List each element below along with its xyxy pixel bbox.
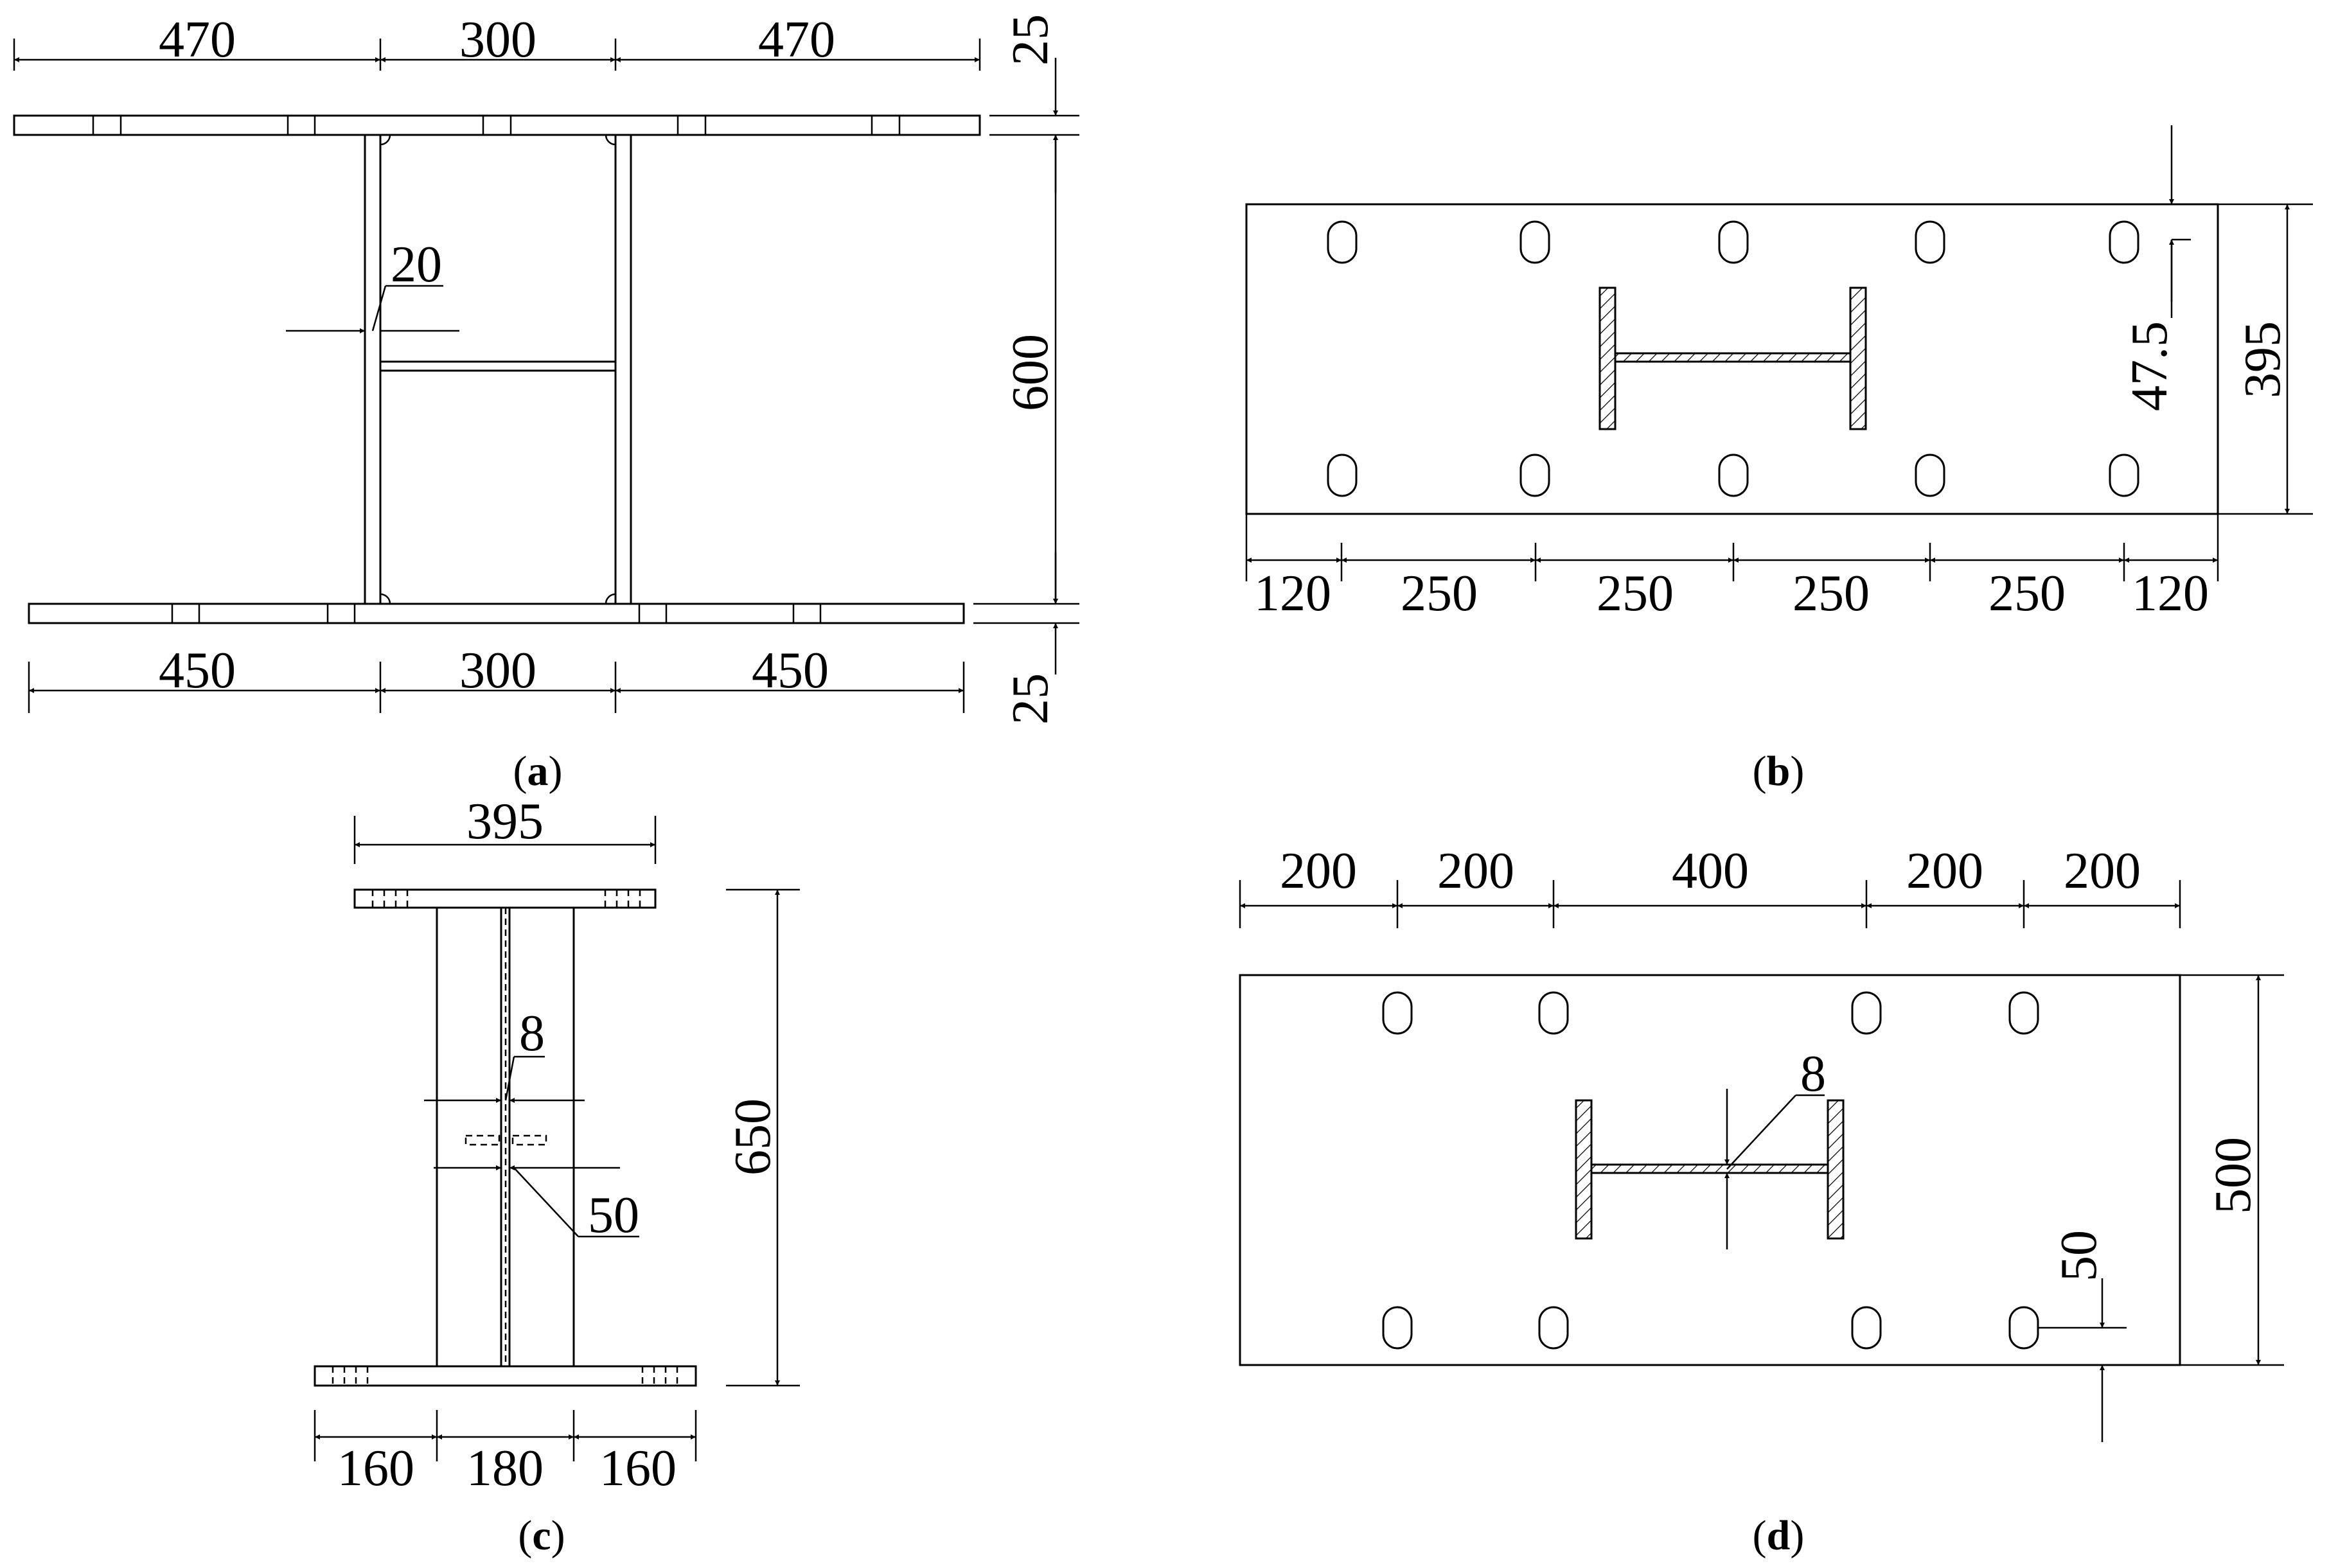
c-height-dimension: 650 [725, 888, 800, 1387]
c-height-dim: 650 [725, 1098, 781, 1176]
d-height-dimension: 500 [2180, 974, 2284, 1366]
a-top-dim-1: 470 [159, 12, 236, 68]
a-web-thickness-dim: 20 [286, 236, 459, 333]
panel-c: 395 8 [314, 793, 800, 1559]
d-edge-dim: 50 [2051, 1230, 2107, 1282]
b-base-plate [1245, 203, 2219, 515]
d-web-dimension: 8 [1724, 1046, 1826, 1249]
b-bottom-dim-2: 250 [1401, 565, 1478, 622]
d-top-dim-3: 400 [1672, 843, 1749, 899]
a-vertical-dimensions: 25 600 25 [973, 14, 1079, 725]
b-column-section [1598, 286, 1867, 430]
a-bottom-flange [28, 603, 965, 624]
c-top-plate [353, 888, 657, 909]
caption-d: (d) [1753, 1512, 1805, 1559]
d-top-dim-2: 200 [1437, 843, 1514, 899]
c-top-dim: 395 [466, 793, 544, 850]
c-bottom-plate [314, 1365, 697, 1387]
c-stiffener: 50 [434, 1134, 639, 1244]
d-top-dim-1: 200 [1280, 843, 1357, 899]
b-height-dim: 395 [2235, 321, 2291, 398]
c-bottom-dim-2: 180 [466, 1440, 544, 1497]
b-bottom-dim-6: 120 [2132, 565, 2209, 622]
a-vertical-dim-bottom: 25 [1002, 673, 1059, 725]
d-web-dim: 8 [1800, 1046, 1826, 1102]
c-web-dimension: 8 [424, 1005, 585, 1103]
c-top-dimension: 395 [353, 793, 657, 864]
b-edge-dimension: 47.5 [2121, 125, 2191, 411]
b-edge-dim: 47.5 [2121, 321, 2178, 411]
b-bottom-dim-1: 120 [1254, 565, 1331, 622]
panel-d: 200 200 400 200 200 8 [1239, 843, 2284, 1559]
c-web-dim: 8 [519, 1005, 545, 1062]
c-stiffener-dim: 50 [588, 1187, 639, 1244]
b-bottom-dim-5: 250 [1988, 565, 2066, 622]
a-web-thickness: 20 [391, 236, 442, 293]
caption-c: (c) [518, 1512, 565, 1559]
caption-a: (a) [513, 748, 563, 795]
c-bottom-dim-1: 160 [337, 1440, 414, 1497]
b-bottom-dim-4: 250 [1793, 565, 1870, 622]
b-bottom-dim-3: 250 [1597, 565, 1674, 622]
d-column-section [1575, 1099, 1845, 1240]
a-top-flange [13, 114, 981, 136]
c-bottom-dim-3: 160 [599, 1440, 677, 1497]
a-diaphragm-plate [379, 360, 617, 372]
a-webs [364, 134, 632, 605]
a-vertical-dim-middle: 600 [1002, 334, 1059, 411]
c-bottom-dimensions: 160 180 160 [314, 1410, 697, 1497]
panel-b: 47.5 395 120 250 250 250 250 [1245, 125, 2313, 795]
b-height-dimension: 395 [2218, 203, 2313, 515]
d-top-dim-4: 200 [1906, 843, 1983, 899]
a-bottom-dimensions: 450 300 450 [28, 642, 965, 713]
a-top-dimensions: 470 300 470 [13, 12, 981, 71]
d-base-plate [1239, 974, 2181, 1366]
a-top-dim-2: 300 [459, 12, 536, 68]
a-top-dim-3: 470 [758, 12, 835, 68]
d-height-dim: 500 [2205, 1137, 2262, 1214]
a-bottom-dim-3: 450 [752, 642, 829, 699]
b-bolt-holes [1327, 220, 2139, 497]
c-column-body [436, 908, 575, 1366]
a-bottom-dim-2: 300 [459, 642, 536, 699]
d-edge-dimension: 50 [2038, 1230, 2127, 1442]
d-top-dimensions: 200 200 400 200 200 [1239, 843, 2181, 928]
a-bottom-dim-1: 450 [159, 642, 236, 699]
d-top-dim-5: 200 [2064, 843, 2141, 899]
b-bottom-dimensions: 120 250 250 250 250 120 [1245, 514, 2219, 622]
a-vertical-dim-top: 25 [1002, 14, 1059, 66]
caption-b: (b) [1753, 748, 1805, 795]
panel-a: 470 300 470 [13, 12, 1079, 795]
